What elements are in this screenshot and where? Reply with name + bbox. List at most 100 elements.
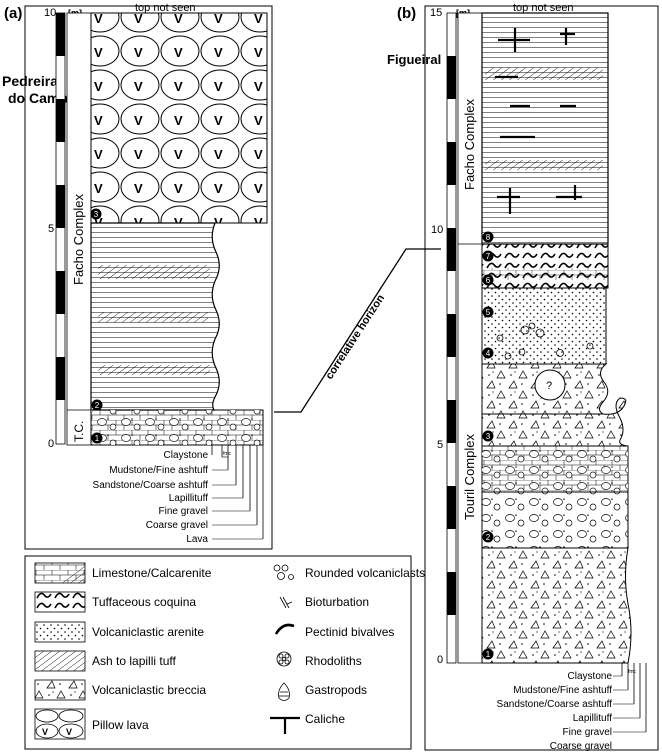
legend-label-pectinid-bivalves: Pectinid bivalves (305, 625, 394, 639)
panel-a-formation-upper: Facho Complex (71, 193, 86, 285)
panel-b-tick-5: 5 (437, 439, 443, 451)
svg-text:Fine gravel: Fine gravel (563, 727, 612, 738)
panel-a-ash-lapilli-bands (98, 265, 210, 375)
panel-b-arenite-unit (481, 287, 607, 365)
legend-label-arenite: Volcaniclastic arenite (92, 625, 204, 639)
legend-swatch-limestone (34, 562, 86, 584)
panel-b-grain-scale (613, 663, 647, 733)
pectinid-bivalve-icon (274, 623, 295, 635)
svg-text:Coarse gravel: Coarse gravel (146, 520, 208, 531)
bioturbation-icon (279, 596, 293, 609)
panel-b-label: (b) (397, 5, 416, 22)
correlation-line (274, 248, 441, 413)
legend-swatch-arenite (34, 621, 86, 643)
panel-a-grain-labels: Claystone Mudstone/Fine ashtuff Sandston… (93, 450, 209, 545)
svg-text:6: 6 (486, 276, 491, 285)
legend-label-ash-tuff: Ash to lapilli tuff (92, 654, 176, 668)
panel-a-marker-2: 2 (91, 399, 103, 411)
panel-b-formation-lower: Touril Complex (462, 434, 477, 520)
legend-label-gastropods: Gastropods (305, 683, 367, 697)
panel-a-formation-lower: T.C. (72, 421, 86, 442)
panel-a-grain-abbrev: fmc (223, 451, 232, 457)
legend-label-pillow-lava: Pillow lava (92, 718, 149, 732)
legend-label-rounded-volcaniclasts: Rounded volcaniclasts (305, 566, 425, 580)
panel-b-formation-bar (457, 12, 483, 664)
legend-right-labels: Rounded volcaniclasts Bioturbation Pecti… (305, 566, 425, 726)
panel-b-marker-7: 7 (482, 250, 494, 262)
svg-text:8: 8 (486, 233, 491, 242)
panel-a-location-line2: do Campo (8, 90, 76, 106)
panel-a-scale-bar (55, 12, 66, 445)
panel-b-marker-5: 5 (482, 306, 494, 318)
svg-text:Lava: Lava (186, 534, 208, 545)
panel-a-label: (a) (4, 5, 22, 22)
legend-box (24, 555, 412, 750)
panel-a-tick-5: 5 (48, 223, 54, 235)
svg-text:Sandstone/Coarse ashtuff: Sandstone/Coarse ashtuff (497, 699, 613, 710)
legend-label-bioturbation: Bioturbation (305, 595, 369, 609)
legend-label-rhodoliths: Rhodoliths (305, 654, 362, 668)
caliche-icon (270, 716, 300, 734)
panel-a-top-note: top not seen (135, 2, 196, 14)
svg-text:Fine gravel: Fine gravel (159, 506, 208, 517)
panel-b-frame (424, 5, 659, 751)
panel-b-scale-bar (446, 12, 457, 664)
svg-text:Lapillituff: Lapillituff (169, 493, 209, 504)
panel-b-lower-breccia (481, 397, 629, 447)
svg-text:2: 2 (486, 533, 491, 542)
panel-b-top-note: top not seen (513, 2, 574, 14)
svg-text:Sandstone/Coarse ashtuff: Sandstone/Coarse ashtuff (93, 480, 209, 491)
legend-swatch-pillow-lava: V V (34, 708, 86, 740)
legend-label-breccia: Volcaniclastic breccia (92, 683, 206, 697)
panel-a-rounded-clasts (91, 410, 263, 445)
panel-a-frame (24, 5, 273, 550)
legend-left-labels: Limestone/Calcarenite Tuffaceous coquina… (92, 566, 212, 732)
svg-text:Mudstone/Fine ashtuff: Mudstone/Fine ashtuff (109, 465, 208, 476)
panel-b-marker-4: 4 (482, 347, 494, 359)
panel-b-marker-6: 6 (482, 274, 494, 286)
svg-text:V: V (66, 727, 72, 737)
svg-text:Claystone: Claystone (164, 450, 209, 461)
panel-b-formation-upper: Facho Complex (462, 98, 477, 190)
panel-b-marker-1: 1 (482, 648, 494, 660)
svg-text:Coarse gravel: Coarse gravel (550, 741, 612, 752)
svg-text:1: 1 (486, 650, 491, 659)
svg-text:V: V (42, 727, 48, 737)
panel-a-marker-1: 1 (91, 432, 103, 444)
panel-b-marker-2: 2 (482, 531, 494, 543)
panel-a-grain-scale (211, 445, 264, 540)
panel-b-tick-0: 0 (437, 654, 443, 666)
panel-b-marker-3: 3 (482, 430, 494, 442)
panel-b-tick-15: 15 (430, 7, 442, 19)
panel-b-caliche-marks (495, 28, 582, 214)
svg-text:3: 3 (94, 210, 99, 219)
gastropod-icon (278, 682, 290, 701)
panel-b-grain-abbrev: fmc (628, 669, 637, 675)
panel-b-rounded-clast-unit (481, 491, 629, 549)
panel-a-tick-0: 0 (48, 438, 54, 450)
panel-b-tick-10: 10 (431, 224, 443, 236)
panel-b-large-clast (534, 369, 566, 401)
panel-a-location-line1: Pedreira (2, 73, 58, 89)
panel-b-rhodoliths (496, 322, 594, 360)
legend-swatch-breccia (34, 679, 86, 701)
panel-b-ash-tuff-unit (481, 12, 609, 245)
svg-text:5: 5 (486, 308, 491, 317)
rhodolith-icon (276, 651, 292, 667)
panel-a-tick-10: 10 (44, 7, 56, 19)
svg-text:1: 1 (95, 434, 100, 443)
svg-text:Claystone: Claystone (568, 671, 613, 682)
svg-text:3: 3 (486, 432, 491, 441)
legend-swatch-ash-tuff (34, 650, 86, 672)
svg-text:2: 2 (95, 401, 100, 410)
panel-a-pillow-lava (90, 12, 268, 224)
panel-a-marker-3: 3 (90, 208, 102, 220)
legend-label-coquina: Tuffaceous coquina (92, 595, 196, 609)
legend-label-caliche: Caliche (305, 712, 345, 726)
correlation-label: correlative horizon (323, 292, 387, 381)
panel-b-marker-8: 8 (482, 231, 494, 243)
svg-text:7: 7 (486, 252, 491, 261)
svg-text:Lapillituff: Lapillituff (573, 713, 613, 724)
rounded-volcaniclasts-icon (273, 564, 294, 580)
